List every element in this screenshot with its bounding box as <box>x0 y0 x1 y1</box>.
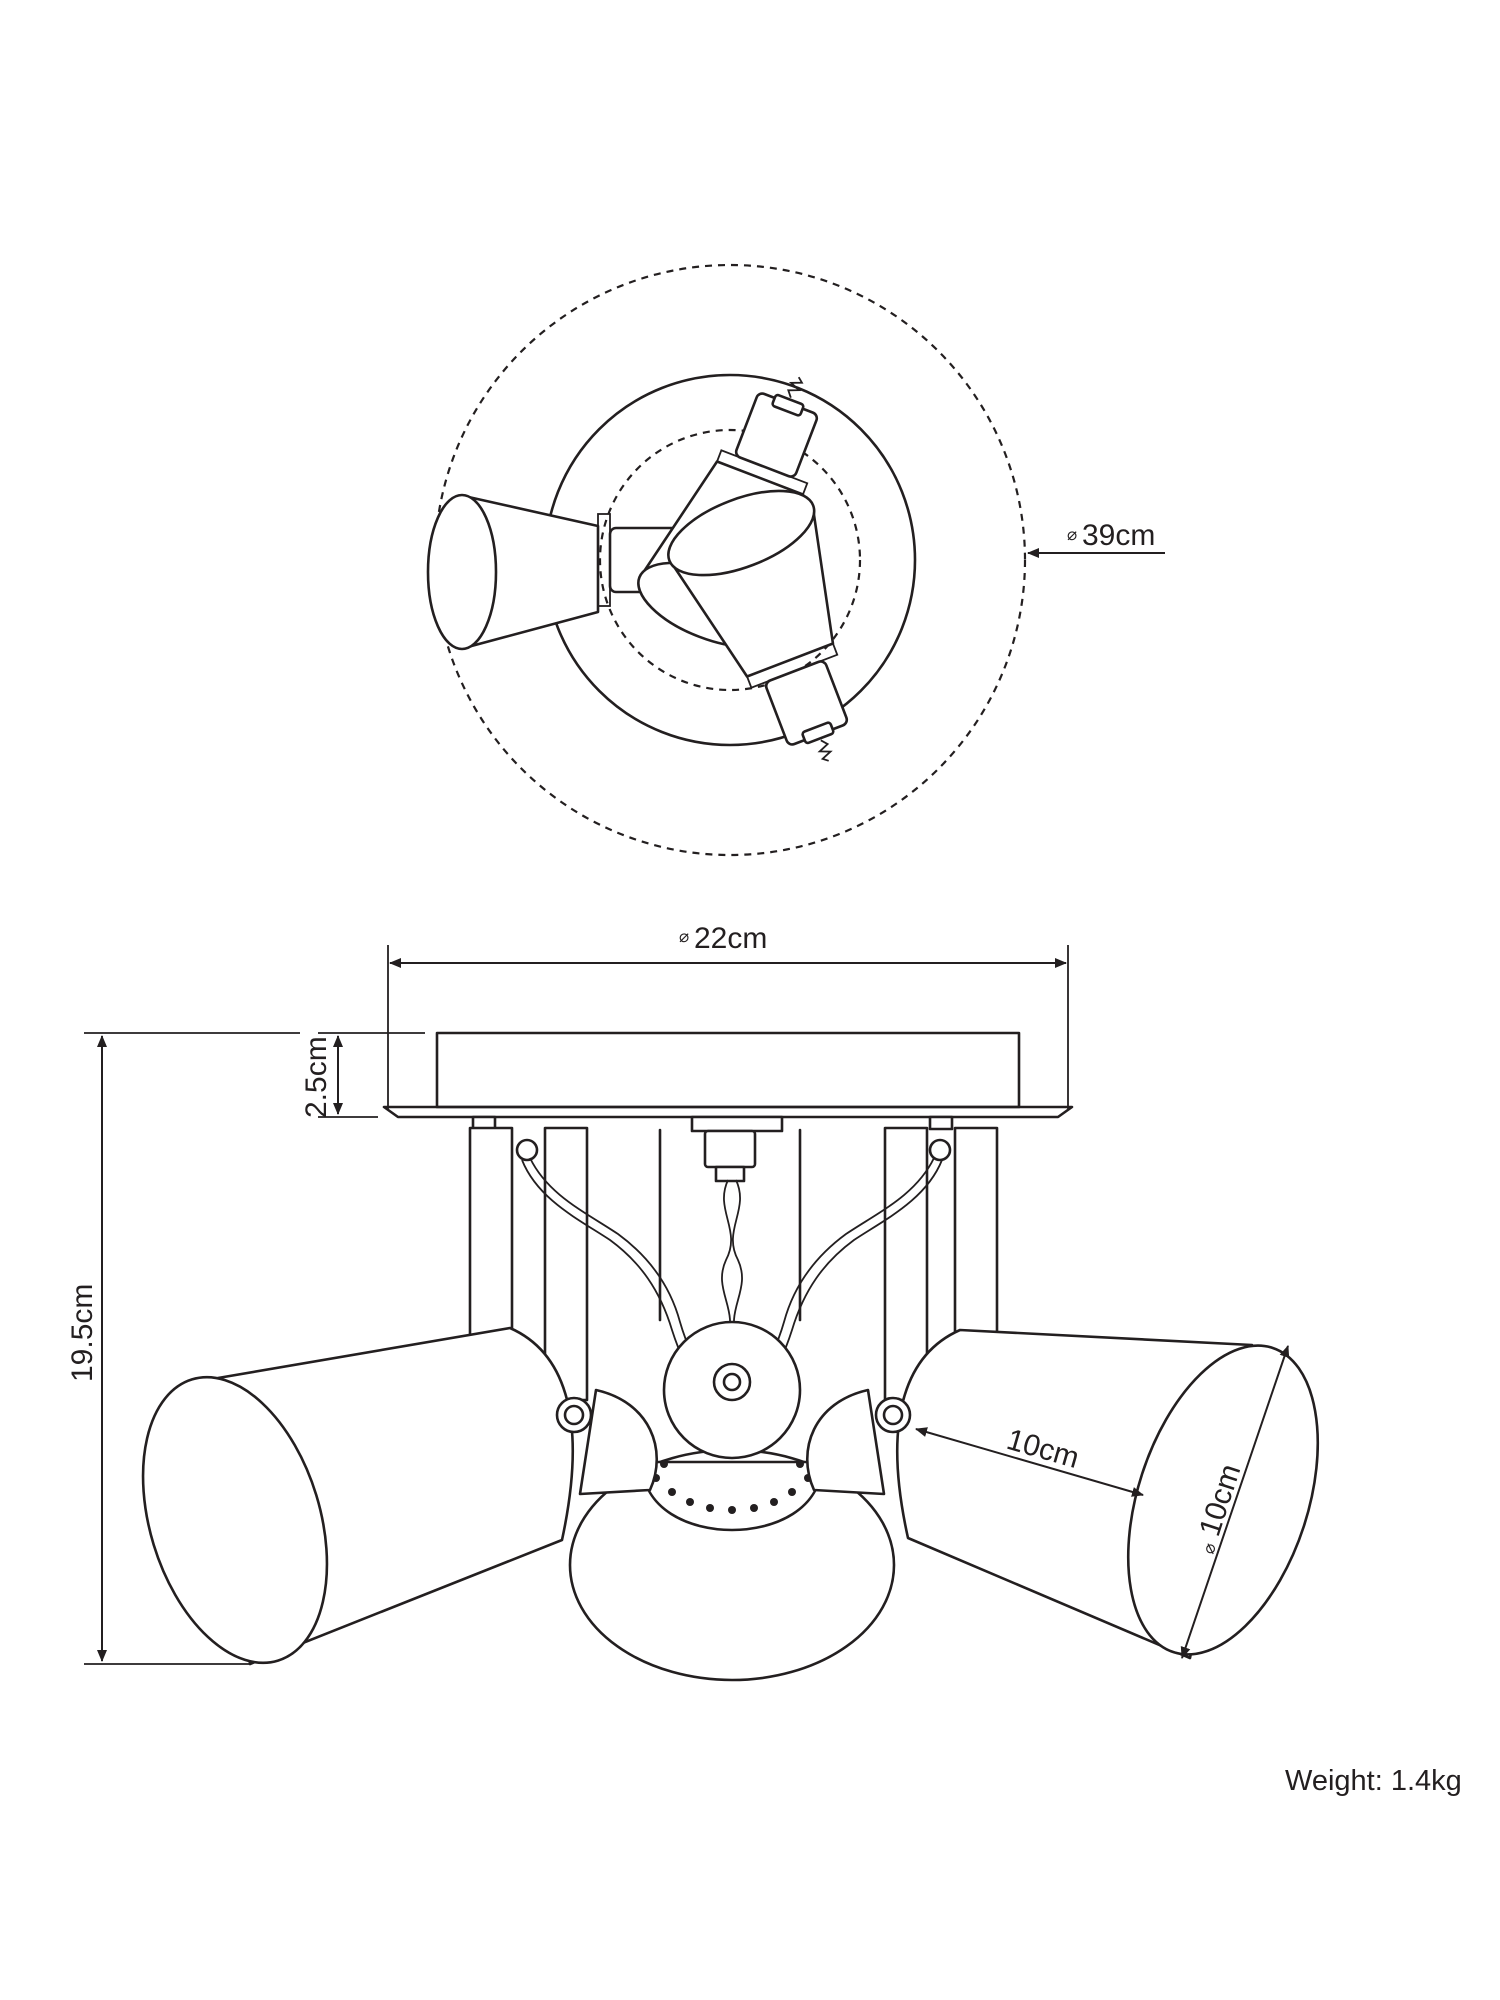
side-mount-flange <box>382 1105 1074 1119</box>
dim-2-5cm-label: 2.5cm <box>300 1036 333 1118</box>
dim-22cm-label: 22cm <box>694 922 767 955</box>
side-view: ⌀ 22cm 2.5cm 19.5cm <box>66 922 1320 1682</box>
dim-22cm-symbol: ⌀ <box>679 927 689 946</box>
top-spotlight-lower <box>667 489 849 762</box>
dim-19-5cm-label: 19.5cm <box>66 1284 99 1382</box>
dim-39cm-symbol: ⌀ <box>1067 525 1077 544</box>
dim-shade-length-line <box>915 1427 1144 1497</box>
side-arms <box>468 1115 999 1402</box>
side-spotlight-left <box>141 1326 659 1666</box>
ceiling-plate-inner <box>598 428 862 692</box>
side-ceiling-plate <box>435 1031 1021 1109</box>
dim-39cm-label: 39cm <box>1082 519 1155 552</box>
weight-label: Weight: 1.4kg <box>1285 1765 1462 1797</box>
dim-shade-diameter-line <box>1180 1345 1290 1659</box>
side-spotlight-center <box>568 1320 896 1682</box>
top-view: ⌀ 39cm <box>426 263 1165 857</box>
